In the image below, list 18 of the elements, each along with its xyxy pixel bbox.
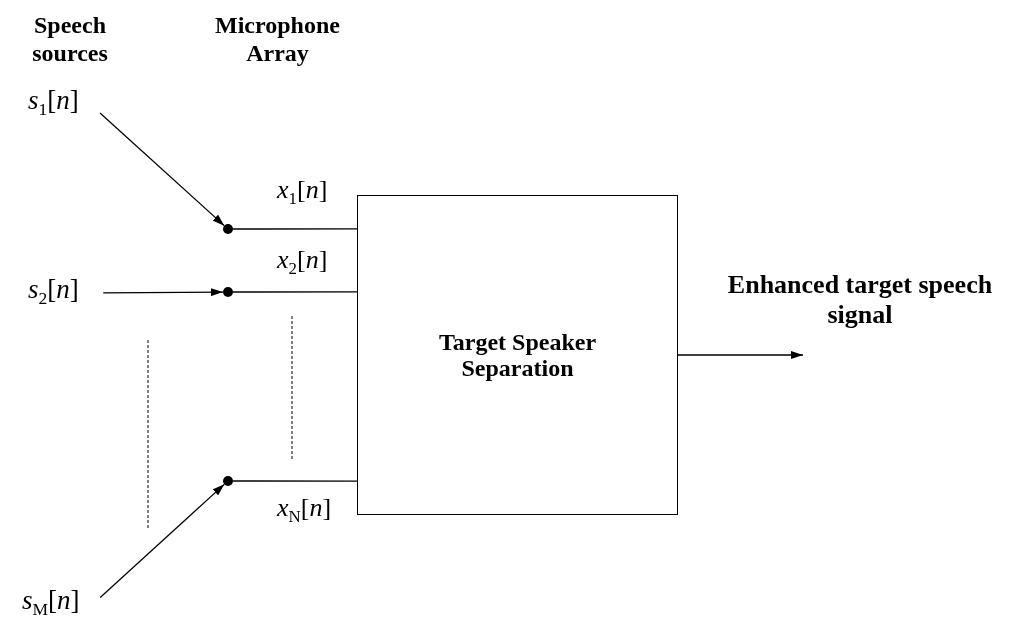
output-label: Enhanced target speech signal <box>726 270 994 330</box>
column-heading: Microphone Array <box>214 12 341 68</box>
signal-line <box>232 480 358 482</box>
source-signal-label: s$_{1}$[n] <box>28 86 80 120</box>
signal-line <box>232 228 358 230</box>
column-heading: Speech sources <box>31 12 109 68</box>
microphone-dot <box>223 476 233 486</box>
arrow <box>677 351 804 359</box>
arrow <box>102 288 224 297</box>
arrow <box>99 112 225 227</box>
microphone-dot <box>223 287 233 297</box>
source-signal-label: s$_{M}$[n] <box>22 586 81 620</box>
arrow <box>99 483 225 599</box>
process-box <box>357 195 678 515</box>
source-signal-label: s$_{2}$[n] <box>28 275 80 309</box>
block-title: Target Speaker Separation <box>437 328 598 382</box>
microphone-dot <box>223 224 233 234</box>
signal-line <box>232 291 358 293</box>
